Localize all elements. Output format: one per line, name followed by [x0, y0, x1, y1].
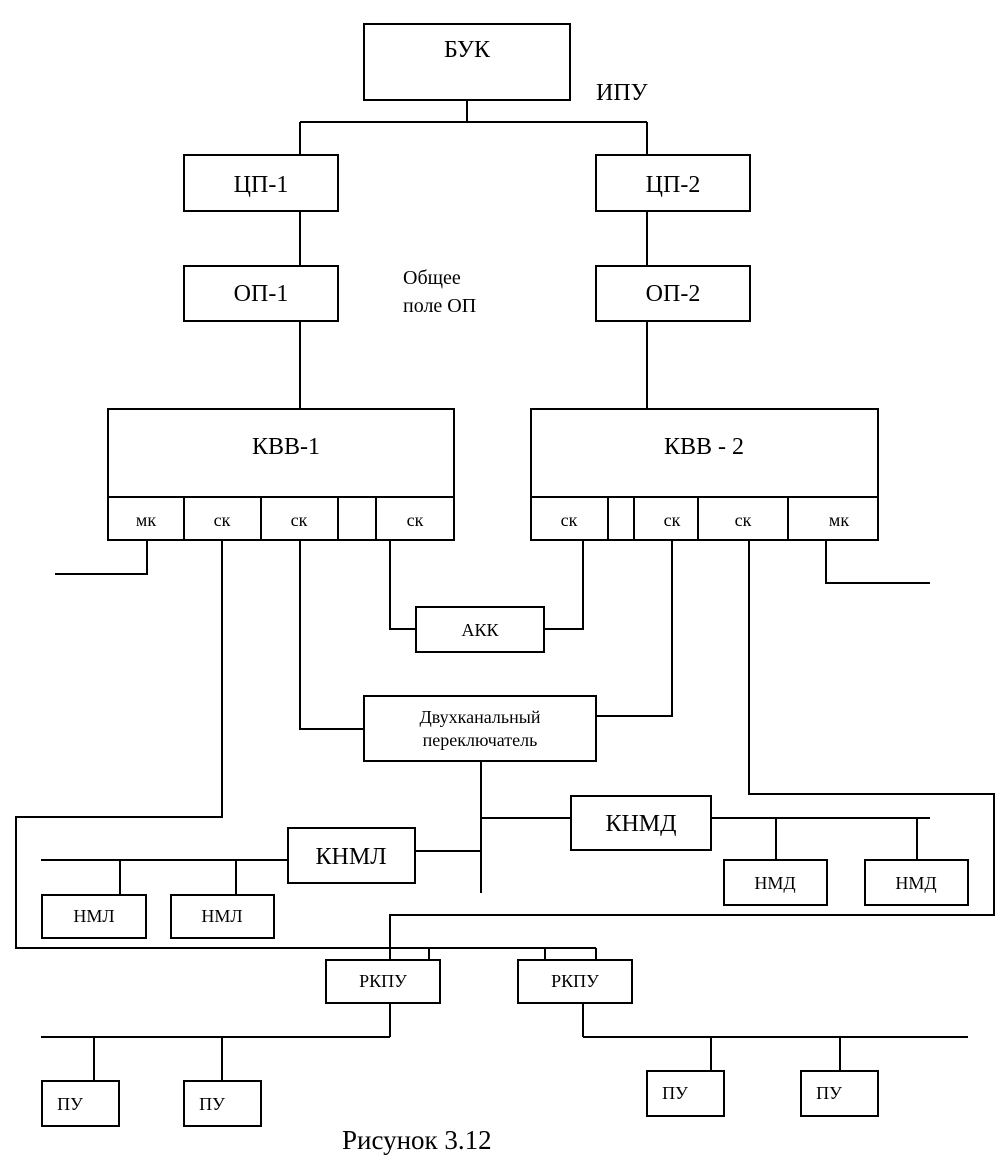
- buk-label: БУК: [444, 37, 491, 63]
- pu-box-1: ПУ: [41, 1080, 120, 1127]
- pu-box-2: ПУ: [183, 1080, 262, 1127]
- op2-box: ОП-2: [595, 265, 751, 322]
- dual-channel-switch-box: Двухканальный переключатель: [363, 695, 597, 762]
- nmd-box-1: НМД: [723, 859, 828, 906]
- nmd-box-2: НМД: [864, 859, 969, 906]
- pu-box-3: ПУ: [646, 1070, 725, 1117]
- switch-label-line2: переключатель: [423, 730, 538, 750]
- akk-box: АКК: [415, 606, 545, 653]
- kvv2-channel-sk-2: ск: [664, 510, 681, 530]
- nml-label-2: НМЛ: [201, 906, 242, 926]
- kvv1-channel-sk-2: ск: [291, 510, 308, 530]
- common-field-label-line2: поле ОП: [403, 295, 476, 317]
- nmd-label-2: НМД: [895, 873, 936, 893]
- cp1-box: ЦП-1: [183, 154, 339, 212]
- rkpu-box-2: РКПУ: [517, 959, 633, 1004]
- nmd-label-1: НМД: [754, 873, 795, 893]
- kvv1-box: КВВ-1 мк ск ск ск: [107, 408, 455, 541]
- cp2-label: ЦП-2: [646, 172, 701, 198]
- connection-lines: [15, 100, 995, 1081]
- pu-label-4: ПУ: [816, 1083, 842, 1103]
- op2-label: ОП-2: [646, 281, 701, 307]
- kvv2-label: КВВ - 2: [664, 434, 744, 460]
- nml-box-1: НМЛ: [41, 894, 147, 939]
- rkpu-label-1: РКПУ: [359, 971, 407, 991]
- kvv2-channel-sk-1: ск: [561, 510, 578, 530]
- akk-label: АКК: [461, 620, 499, 640]
- kvv1-channel-sk-1: ск: [214, 510, 231, 530]
- kvv2-channel-sk-3: ск: [735, 510, 752, 530]
- cp1-label: ЦП-1: [234, 172, 289, 198]
- buk-box: БУК: [363, 23, 571, 101]
- pu-box-4: ПУ: [800, 1070, 879, 1117]
- figure-caption: Рисунок 3.12: [342, 1125, 492, 1155]
- nml-box-2: НМЛ: [170, 894, 275, 939]
- kvv1-label: КВВ-1: [252, 434, 320, 460]
- pu-label-2: ПУ: [199, 1094, 225, 1114]
- ipu-label: ИПУ: [596, 80, 648, 106]
- kvv1-channel-mk: мк: [136, 510, 156, 530]
- kvv2-channel-mk: мк: [829, 510, 849, 530]
- pu-label-1: ПУ: [57, 1094, 83, 1114]
- nml-label-1: НМЛ: [73, 906, 114, 926]
- common-field-label-line1: Общее: [403, 267, 461, 289]
- knml-box: КНМЛ: [287, 827, 416, 884]
- op1-label: ОП-1: [234, 281, 289, 307]
- op1-box: ОП-1: [183, 265, 339, 322]
- knml-label: КНМЛ: [316, 844, 387, 870]
- switch-label-line1: Двухканальный: [420, 707, 541, 727]
- kvv1-channel-sk-3: ск: [407, 510, 424, 530]
- cp2-box: ЦП-2: [595, 154, 751, 212]
- pu-label-3: ПУ: [662, 1083, 688, 1103]
- rkpu-label-2: РКПУ: [551, 971, 599, 991]
- knmd-box: КНМД: [570, 795, 712, 851]
- knmd-label: КНМД: [605, 811, 676, 837]
- kvv2-box: КВВ - 2 ск ск ск мк: [530, 408, 879, 541]
- rkpu-box-1: РКПУ: [325, 959, 441, 1004]
